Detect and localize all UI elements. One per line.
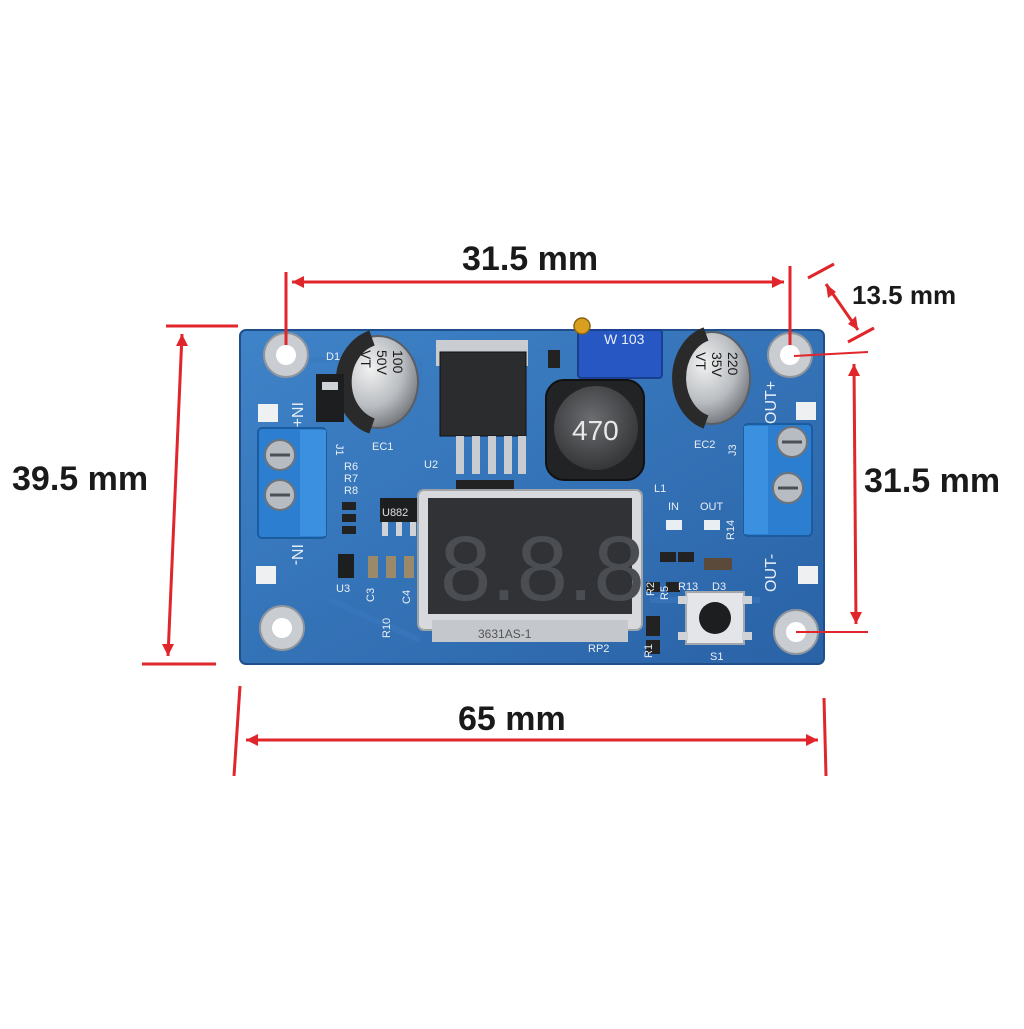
silk-in-minus: IN- [288,544,305,565]
edge-pad [258,404,278,422]
silk-out-minus: OUT- [763,554,780,592]
silk-reg-chip: U882 [382,507,408,519]
silkscreen: IN+ IN- OUT+ OUT- EC1 EC2 U2 U3 L1 D1 D3… [288,351,780,663]
silk-l1: L1 [654,483,666,495]
silk-out-plus: OUT+ [763,381,780,424]
silk-r13: R13 [678,581,698,593]
output-terminal-block [743,423,813,537]
pot-label: W 103 [604,331,645,347]
edge-pad [798,566,818,584]
silk-r2: R2 [645,582,657,596]
input-terminal-block [257,427,327,539]
silk-j3: J3 [727,444,739,456]
dimension-bottom-width: 65 mm [458,700,566,738]
dimension-right-height: 31.5 mm [864,462,1001,500]
silk-s1: S1 [710,651,723,663]
dimension-top-width: 31.5 mm [462,240,599,278]
silk-r8: R8 [344,485,358,497]
cap1-voltage: 50V [374,350,390,376]
silk-r5: R5 [659,586,671,600]
dimension-lines [142,262,875,777]
inductor [545,379,645,481]
silk-d1: D1 [326,351,340,363]
edge-pad [796,402,816,420]
silk-r10: R10 [381,618,393,638]
edge-pad [256,566,276,584]
seven-segment-display [417,489,643,642]
silk-out-led: OUT [700,501,724,513]
silk-r7: R7 [344,473,358,485]
display-readout: 8.8.8 [440,518,645,620]
silk-j1: J1 [333,444,345,456]
cap1-mark: VT [358,350,374,368]
silk-u3: U3 [336,583,350,595]
silk-r1: R1 [643,644,655,658]
silk-r14: R14 [725,520,737,540]
silk-r6: R6 [344,461,358,473]
silk-ec1: EC1 [372,441,393,453]
cap1-value: 100 [390,350,406,374]
cap2-mark: VT [693,352,709,370]
inductor-label: 470 [572,415,619,446]
dimension-corner-offset: 13.5 mm [852,280,957,310]
cap2-value: 220 [725,352,741,376]
silk-in-led: IN [668,501,679,513]
silk-u2: U2 [424,459,438,471]
push-button [678,591,752,645]
dimension-left-height: 39.5 mm [12,460,149,498]
silk-ec2: EC2 [694,439,715,451]
regulator-chip [436,340,528,474]
potentiometer [573,317,663,379]
silk-c3: C3 [365,588,377,602]
smd-components [316,350,732,654]
silk-c4: C4 [401,590,413,604]
display-part-number: 3631AS-1 [478,627,532,641]
cap2-voltage: 35V [709,352,725,378]
silk-rp2: RP2 [588,643,609,655]
silk-d3: D3 [712,581,726,593]
silk-in-plus: IN+ [288,402,305,427]
capacitor-ec2 [672,327,751,429]
